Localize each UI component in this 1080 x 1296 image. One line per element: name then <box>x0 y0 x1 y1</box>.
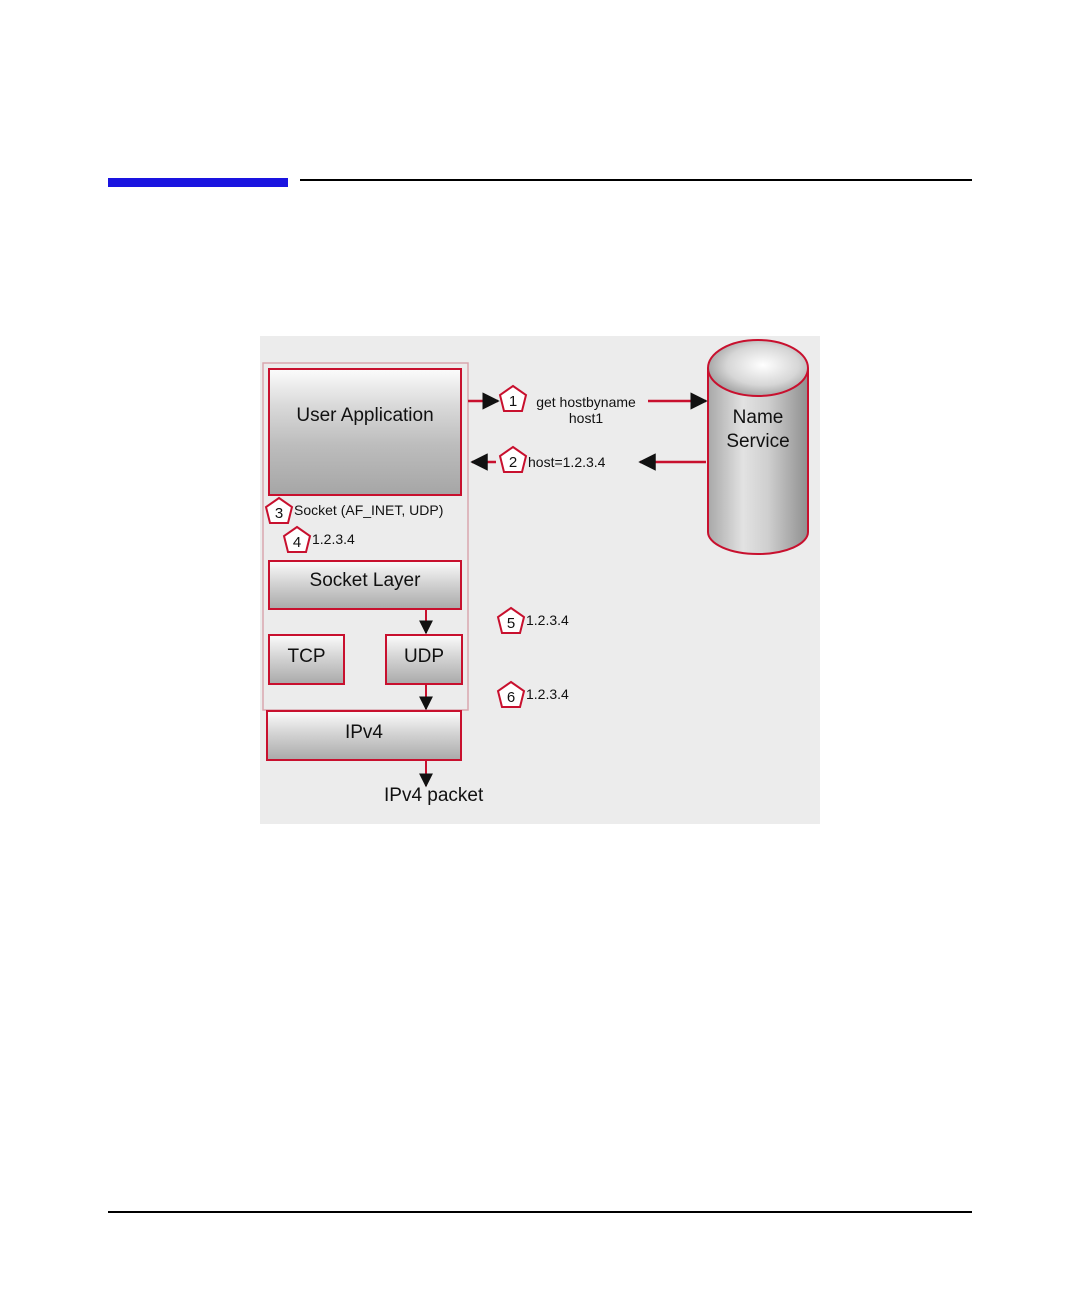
step-5-label: 1.2.3.4 <box>526 612 569 628</box>
socket-layer-label: Socket Layer <box>309 570 421 591</box>
step-2-label: host=1.2.3.4 <box>528 454 606 470</box>
udp-label: UDP <box>403 645 445 667</box>
tcp-box: TCP <box>268 634 345 685</box>
step-5-number: 5 <box>506 614 516 632</box>
step-3-star <box>264 496 294 524</box>
step-1-number: 1 <box>508 392 518 410</box>
ipv4-label: IPv4 <box>344 721 384 743</box>
user-application-box: User Application <box>268 368 462 496</box>
step-4-label: 1.2.3.4 <box>312 531 355 547</box>
step-3-number: 3 <box>274 504 284 522</box>
step-6-star <box>496 680 526 708</box>
step-5-star <box>496 606 526 634</box>
step-1-star <box>498 384 528 412</box>
step-3-label: Socket (AF_INET, UDP) <box>294 502 444 518</box>
architecture-diagram: User Application Socket Layer TCP UDP IP… <box>260 336 820 824</box>
step-1-label: get hostbyname host1 <box>536 394 636 426</box>
step-6-label: 1.2.3.4 <box>526 686 569 702</box>
name-service-cylinder <box>707 339 809 555</box>
step-2-star <box>498 445 528 473</box>
header-rule <box>300 179 972 181</box>
ipv4-box: IPv4 <box>266 710 462 761</box>
ipv4-packet-label: IPv4 packet <box>384 785 484 806</box>
step-4-star <box>282 525 312 553</box>
step-6-number: 6 <box>506 688 516 706</box>
footer-rule <box>108 1211 972 1213</box>
step-stars <box>264 384 528 708</box>
user-application-label: User Application <box>296 405 434 426</box>
step-4-number: 4 <box>292 533 302 551</box>
diagram-graphics <box>262 339 809 788</box>
tcp-label: TCP <box>287 645 326 667</box>
header-accent-bar <box>108 178 288 187</box>
udp-box: UDP <box>385 634 463 685</box>
step-2-number: 2 <box>508 453 518 471</box>
name-service-label: Name Service <box>726 407 790 452</box>
socket-layer-box: Socket Layer <box>268 560 462 610</box>
